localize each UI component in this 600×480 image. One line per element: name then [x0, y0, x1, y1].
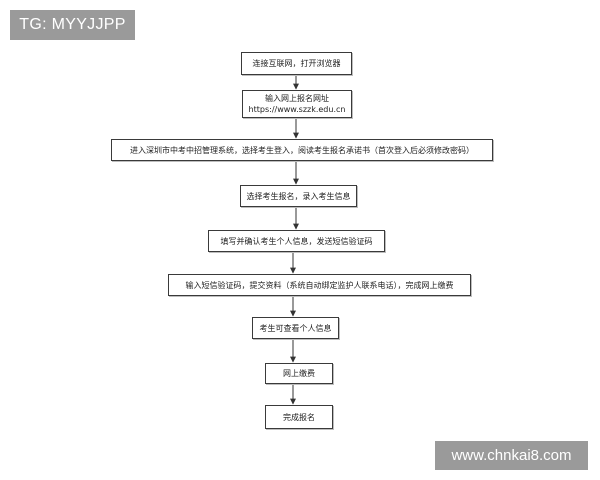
website-watermark: www.chnkai8.com	[435, 441, 588, 470]
step-select-register: 选择考生报名，录入考生信息	[240, 185, 357, 207]
step-login-system: 进入深圳市中考中招管理系统，选择考生登入，阅读考生报名承诺书（首次登入后必须修改…	[111, 139, 493, 161]
step-submit-pay: 输入短信验证码，提交资料（系统自动绑定监护人联系电话），完成网上缴费	[168, 274, 471, 296]
step-view-info: 考生可查看个人信息	[252, 317, 339, 339]
step-label: 填写并确认考生个人信息，发送短信验证码	[220, 236, 373, 246]
step-confirm-info: 填写并确认考生个人信息，发送短信验证码	[208, 230, 385, 252]
step-label: 选择考生报名，录入考生信息	[246, 191, 351, 201]
step-label: 考生可查看个人信息	[259, 323, 332, 333]
step-label: 输入网上报名网址	[265, 94, 329, 103]
step-online-payment: 网上缴费	[265, 363, 333, 384]
step-label: 网上缴费	[283, 369, 315, 378]
step-label: 连接互联网，打开浏览器	[252, 59, 341, 68]
registration-url: https://www.szzk.edu.cn	[248, 105, 346, 114]
step-label: 输入短信验证码，提交资料（系统自动绑定监护人联系电话），完成网上缴费	[185, 280, 454, 290]
step-connect-internet: 连接互联网，打开浏览器	[241, 52, 352, 75]
step-complete: 完成报名	[265, 405, 333, 429]
step-label: 进入深圳市中考中招管理系统，选择考生登入，阅读考生报名承诺书（首次登入后必须修改…	[130, 145, 474, 155]
step-label: 完成报名	[283, 412, 315, 422]
step-enter-url: 输入网上报名网址 https://www.szzk.edu.cn	[242, 90, 352, 118]
telegram-watermark: TG: MYYJJPP	[10, 10, 135, 40]
